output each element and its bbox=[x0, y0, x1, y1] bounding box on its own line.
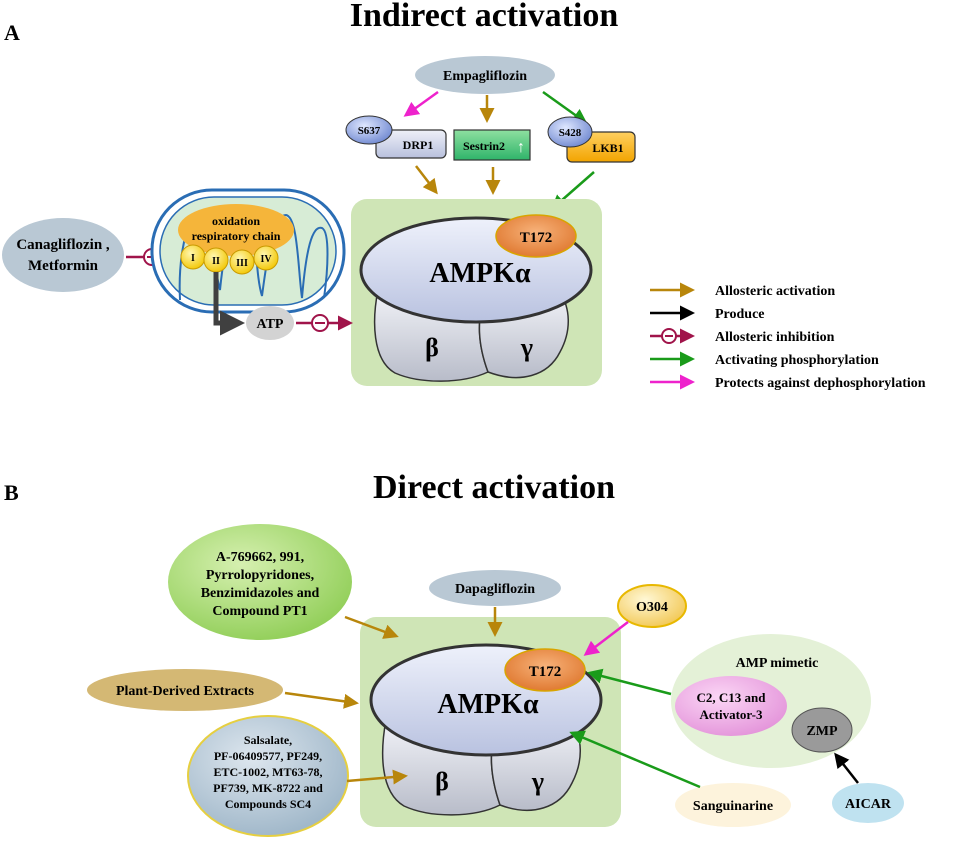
mito-label-line2: respiratory chain bbox=[192, 229, 281, 243]
sestrin2-label: Sestrin2 bbox=[463, 139, 505, 153]
aicar-label: AICAR bbox=[845, 797, 892, 812]
direct-activators-line4: Compound PT1 bbox=[212, 604, 307, 619]
atp-label: ATP bbox=[257, 317, 284, 332]
legend-label-allosteric-activation: Allosteric activation bbox=[715, 284, 835, 299]
sestrin2-box bbox=[453, 129, 531, 161]
t172-site-a bbox=[495, 214, 577, 258]
sanguinarine-label: Sanguinarine bbox=[693, 799, 773, 814]
c2-c13-line1: C2, C13 and bbox=[697, 690, 767, 705]
panel-b-title: Direct activation bbox=[373, 469, 615, 506]
salsalate-line2: PF-06409577, PF249, bbox=[214, 749, 322, 763]
salsalate-line1: Salsalate, bbox=[244, 733, 292, 747]
legend: Allosteric activation Produce Allosteric… bbox=[650, 282, 926, 391]
panel-a-letter: A bbox=[4, 20, 20, 45]
gamma-label-a: γ bbox=[520, 333, 533, 362]
beta-label-a: β bbox=[425, 333, 439, 362]
aicar-node bbox=[832, 783, 904, 823]
complex-ii-label: II bbox=[212, 256, 220, 267]
plant-extracts-label: Plant-Derived Extracts bbox=[116, 684, 255, 699]
atp-node bbox=[246, 306, 294, 340]
drp1-label: DRP1 bbox=[403, 138, 434, 152]
arrow-aicar-zmp bbox=[834, 752, 859, 784]
respiratory-chain-blob bbox=[178, 204, 294, 256]
lkb1-label: LKB1 bbox=[592, 141, 623, 155]
zmp-label: ZMP bbox=[806, 724, 838, 739]
complex-iii-label: III bbox=[236, 258, 248, 269]
dapagliflozin-label: Dapagliflozin bbox=[455, 582, 535, 597]
panel-a: A Indirect activation Empagliflozin DRP1… bbox=[2, 0, 926, 391]
arrow-activators-ampk bbox=[344, 615, 399, 639]
arrow-salsalate-beta bbox=[346, 769, 408, 785]
zmp-node bbox=[791, 707, 853, 753]
beta-label-b: β bbox=[435, 767, 449, 796]
legend-label-activating-phosphorylation: Activating phosphorylation bbox=[715, 353, 879, 368]
dapagliflozin-node bbox=[429, 570, 561, 606]
legend-label-protects-dephosphorylation: Protects against dephosphorylation bbox=[715, 376, 926, 391]
t172-site-b bbox=[504, 648, 586, 692]
arrow-empa-drp1 bbox=[403, 90, 439, 117]
direct-activators-line2: Pyrrolopyridones, bbox=[206, 568, 314, 583]
canagliflozin-label: Canagliflozin , bbox=[16, 237, 110, 253]
arrow-plant-ampk bbox=[284, 691, 359, 709]
salsalate-line5: Compounds SC4 bbox=[225, 797, 311, 811]
c2-c13-line2: Activator-3 bbox=[699, 707, 763, 722]
panel-b: B Direct activation A-769662, 991, Pyrro… bbox=[4, 469, 904, 837]
ampk-alpha-label-b: AMPKα bbox=[437, 689, 539, 720]
arrow-sanguinarine-alpha bbox=[569, 730, 701, 789]
panel-a-title: Indirect activation bbox=[350, 0, 619, 34]
arrow-empa-lkb1 bbox=[542, 90, 588, 124]
c2-c13-node bbox=[675, 676, 787, 736]
complex-iv bbox=[253, 245, 279, 271]
s428-label: S428 bbox=[559, 127, 582, 139]
sanguinarine-node bbox=[675, 783, 791, 827]
s428-bubble bbox=[547, 116, 593, 148]
amp-mimetic-label: AMP mimetic bbox=[736, 656, 819, 671]
mito-label-line1: oxidation bbox=[212, 214, 260, 228]
salsalate-line3: ETC-1002, MT63-78, bbox=[214, 765, 323, 779]
direct-activators-line1: A-769662, 991, bbox=[216, 550, 304, 565]
complex-i-label: I bbox=[191, 253, 195, 264]
empagliflozin-node bbox=[415, 56, 555, 94]
s637-bubble bbox=[345, 115, 393, 145]
metformin-label: Metformin bbox=[28, 258, 99, 274]
plant-extracts-node bbox=[87, 669, 283, 711]
empagliflozin-label: Empagliflozin bbox=[443, 69, 527, 84]
salsalate-node bbox=[187, 715, 349, 837]
t172-label-a: T172 bbox=[520, 230, 553, 246]
o304-node bbox=[617, 584, 687, 628]
arrow-drp1-ampk bbox=[415, 165, 438, 195]
salsalate-line4: PF739, MK-8722 and bbox=[213, 781, 323, 795]
direct-activators-line3: Benzimidazoles and bbox=[201, 586, 320, 601]
t172-label-b: T172 bbox=[529, 664, 562, 680]
arrow-o304-t172 bbox=[583, 621, 629, 656]
s637-label: S637 bbox=[358, 125, 381, 137]
sestrin2-up-arrow: ↑ bbox=[517, 139, 525, 156]
ampk-alpha-label-a: AMPKα bbox=[429, 258, 531, 289]
legend-label-produce: Produce bbox=[715, 307, 765, 322]
panel-b-letter: B bbox=[4, 480, 19, 505]
gamma-label-b: γ bbox=[531, 767, 544, 796]
arrow-amp-mimetic-t172 bbox=[587, 668, 672, 696]
direct-activators-node bbox=[168, 524, 352, 640]
complex-iv-label: IV bbox=[260, 254, 272, 265]
legend-label-allosteric-inhibition: Allosteric inhibition bbox=[715, 330, 835, 345]
canagliflozin-metformin-node bbox=[2, 218, 124, 292]
drp1-box bbox=[375, 129, 447, 159]
produce-arrow-to-atp bbox=[213, 272, 245, 336]
complex-iii bbox=[229, 249, 255, 275]
o304-label: O304 bbox=[636, 600, 668, 615]
